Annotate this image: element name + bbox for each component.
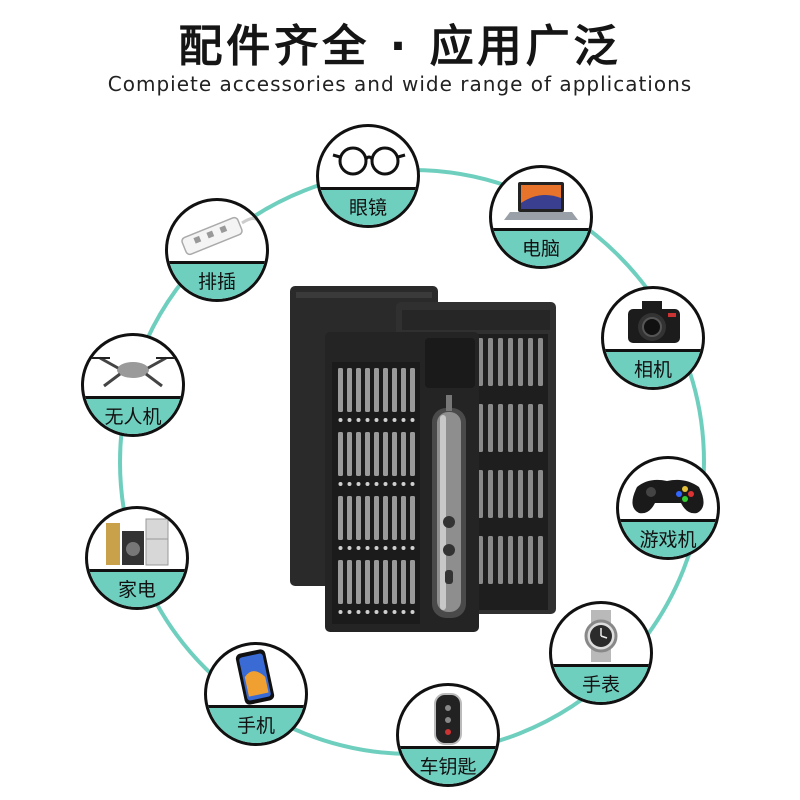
screwdriver-bit [508, 536, 513, 584]
application-badge-glasses: 眼镜 [316, 124, 420, 228]
application-badge-camera: 相机 [601, 286, 705, 390]
screwdriver-bit [356, 368, 361, 412]
screwdriver-bit [338, 432, 343, 476]
screwdriver-bit [338, 560, 343, 604]
screwdriver-bit [347, 496, 352, 540]
power-strip-icon [181, 216, 260, 256]
screwdriver-bit [374, 560, 379, 604]
screwdriver-bit [374, 496, 379, 540]
screwdriver-bit [498, 536, 503, 584]
screwdriver-bit [528, 536, 533, 584]
screwdriver-bit [488, 404, 493, 452]
badge-label: 无人机 [84, 396, 182, 434]
badge-label: 家电 [88, 569, 186, 607]
screwdriver-bit [538, 536, 543, 584]
badge-label: 手机 [207, 705, 305, 743]
screwdriver-bit [347, 432, 352, 476]
screwdriver-bit [365, 432, 370, 476]
application-badge-watch: 手表 [549, 601, 653, 705]
appliances-icon [106, 518, 169, 566]
screwdriver-bit [498, 470, 503, 518]
screwdriver-bit [383, 432, 388, 476]
screwdriver-bit [338, 368, 343, 412]
screwdriver-bit [518, 404, 523, 452]
screwdriver-bit [401, 560, 406, 604]
screwdriver-bit [528, 470, 533, 518]
screwdriver-bit [538, 338, 543, 386]
screwdriver-bit [374, 368, 379, 412]
screwdriver-bit [488, 536, 493, 584]
application-badge-car-key: 车钥匙 [396, 683, 500, 787]
screwdriver-bit [518, 536, 523, 584]
laptop-icon [504, 182, 578, 220]
screwdriver-bit [518, 470, 523, 518]
screwdriver-bit [392, 432, 397, 476]
screwdriver-bit [478, 536, 483, 584]
gamepad-icon [632, 479, 704, 514]
screwdriver-bit [538, 404, 543, 452]
screwdriver-bit [488, 338, 493, 386]
screwdriver-bit [478, 338, 483, 386]
glasses-icon [332, 146, 406, 176]
screwdriver-bit [528, 338, 533, 386]
screwdriver-bit [401, 432, 406, 476]
screwdriver-bit [365, 368, 370, 412]
screwdriver-bit [498, 338, 503, 386]
screwdriver-bit [498, 404, 503, 452]
screwdriver-bit [508, 470, 513, 518]
screwdriver-bit [478, 404, 483, 452]
badge-label: 车钥匙 [399, 746, 497, 784]
application-badge-phone: 手机 [204, 642, 308, 746]
badge-label: 排插 [168, 261, 266, 299]
screwdriver-bit [518, 338, 523, 386]
screwdriver-bit [356, 432, 361, 476]
screwdriver-bit [478, 470, 483, 518]
application-badge-power-strip: 排插 [165, 198, 269, 302]
screwdriver-bit [410, 368, 415, 412]
application-badge-laptop: 电脑 [489, 165, 593, 269]
badge-label: 手表 [552, 664, 650, 702]
screwdriver-bit [410, 496, 415, 540]
screwdriver-bit [508, 338, 513, 386]
application-badge-drone: 无人机 [81, 333, 185, 437]
application-badge-gamepad: 游戏机 [616, 456, 720, 560]
screwdriver-bit [383, 496, 388, 540]
page-subtitle: Compiete accessories and wide range of a… [107, 72, 693, 96]
screwdriver-bit [410, 560, 415, 604]
badge-label: 眼镜 [319, 187, 417, 225]
screwdriver-bit [392, 560, 397, 604]
screwdriver-bit [528, 404, 533, 452]
screwdriver-bit [365, 560, 370, 604]
badge-label: 电脑 [492, 228, 590, 266]
drone-icon [90, 356, 176, 388]
screwdriver-bit [356, 496, 361, 540]
screwdriver-bit [347, 368, 352, 412]
camera-icon [628, 301, 680, 343]
watch-icon [584, 610, 618, 662]
screwdriver-bit [538, 470, 543, 518]
screwdriver-bit [347, 560, 352, 604]
screwdriver-bit [365, 496, 370, 540]
screwdriver-bit [356, 560, 361, 604]
screwdriver-bit [338, 496, 343, 540]
screwdriver-bit [383, 560, 388, 604]
screwdriver-bit [374, 432, 379, 476]
badge-label: 相机 [604, 349, 702, 387]
phone-icon [235, 649, 275, 705]
car-key-icon [434, 693, 462, 745]
screwdriver-bit [401, 496, 406, 540]
screwdriver-bit [508, 404, 513, 452]
screwdriver-bit [392, 496, 397, 540]
application-badge-appliances: 家电 [85, 506, 189, 610]
screwdriver-bit [410, 432, 415, 476]
screwdriver-bit [488, 470, 493, 518]
badge-label: 游戏机 [619, 519, 717, 557]
screwdriver-bit [383, 368, 388, 412]
page-title: 配件齐全 · 应用广泛 [178, 21, 622, 72]
screwdriver-bit [392, 368, 397, 412]
screwdriver-bit [401, 368, 406, 412]
